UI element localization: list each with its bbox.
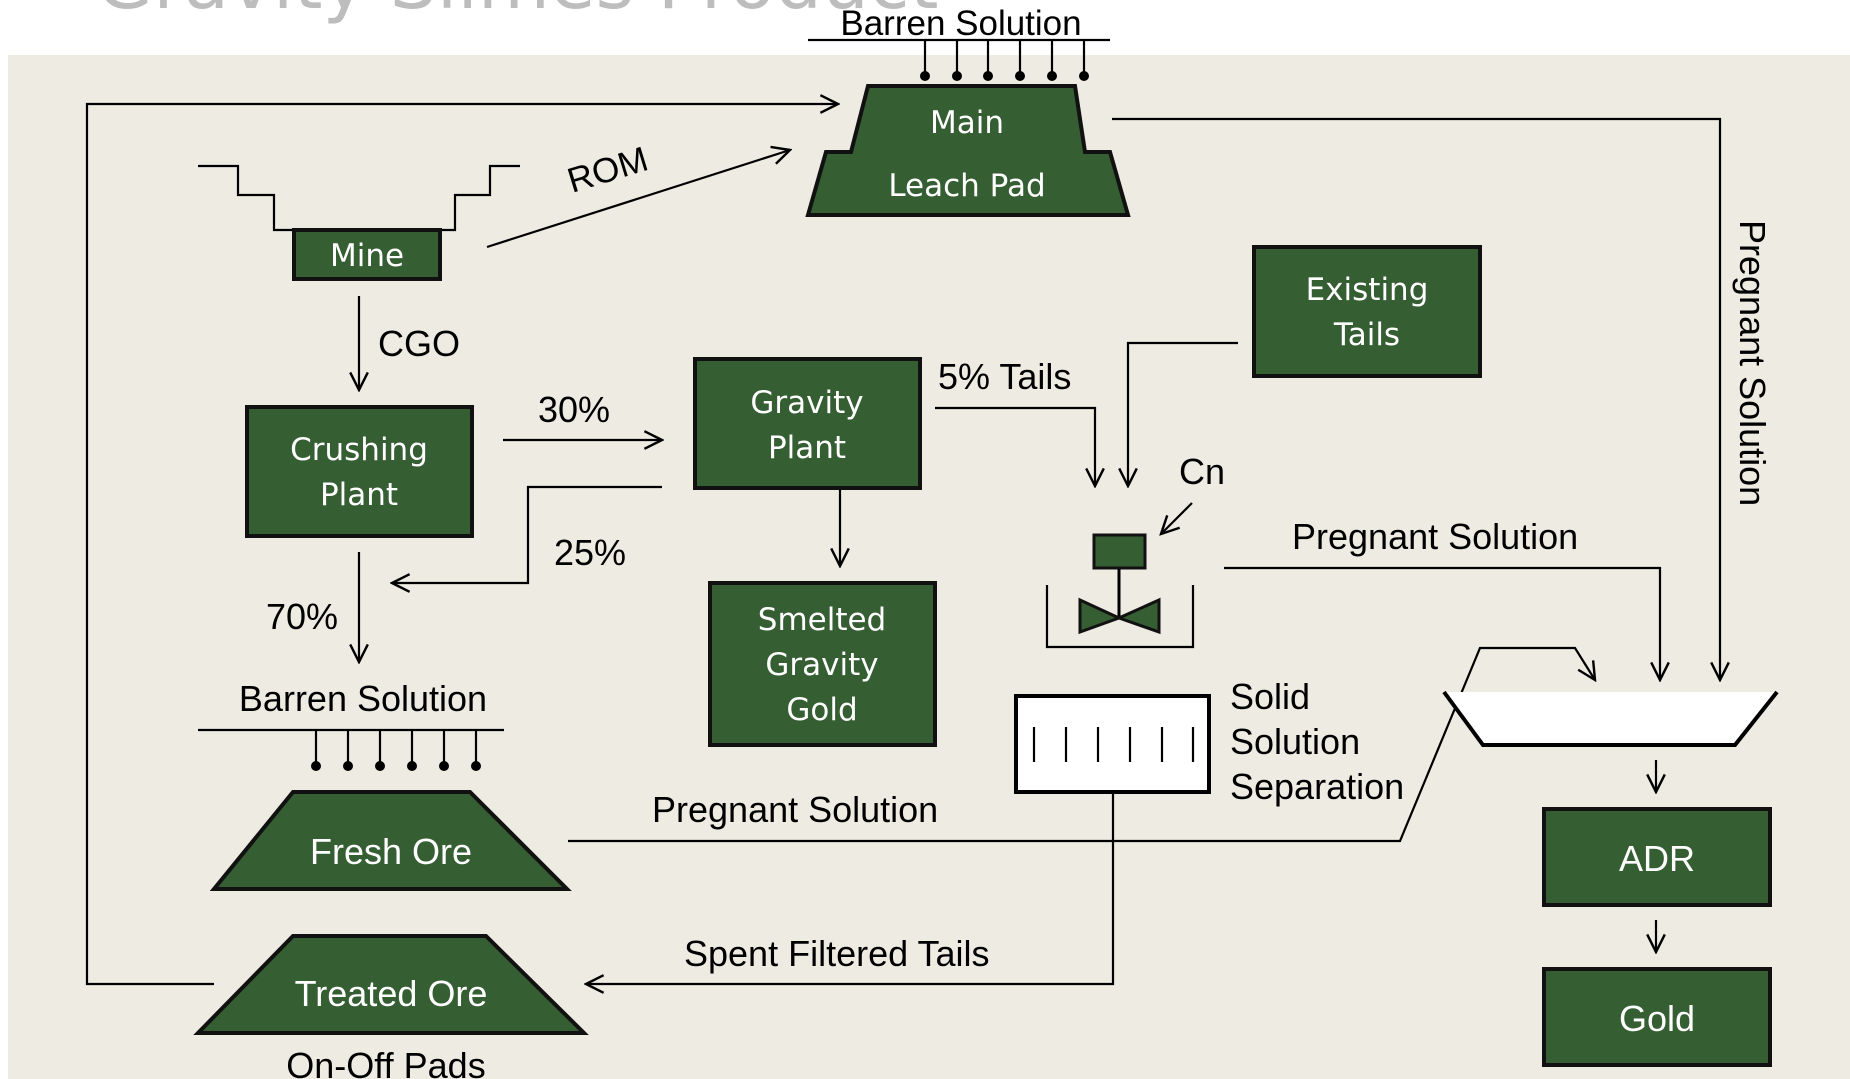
- crushing-plant-label-1: Crushing: [290, 432, 428, 468]
- cn-label: Cn: [1179, 451, 1225, 492]
- smelted-gravity-gold-label-2: Gravity: [765, 647, 878, 683]
- rom-label: ROM: [563, 139, 652, 200]
- existing-tails: Existing Tails: [1252, 245, 1482, 378]
- gravity-plant-label-1: Gravity: [750, 385, 863, 421]
- treated-ore-return-arrow: [85, 104, 838, 986]
- gold-label: Gold: [1619, 998, 1695, 1039]
- smelted-gravity-gold: Smelted Gravity Gold: [708, 581, 937, 747]
- solid-solution-separation-label-2: Solution: [1230, 721, 1360, 762]
- barren-solution-sprinkler-left: [198, 728, 504, 771]
- fresh-ore-pad: Fresh Ore: [209, 790, 572, 891]
- barren-solution-sprinkler-top: Barren Solution: [808, 4, 1110, 81]
- barren-solution-left-label: Barren Solution: [239, 678, 487, 719]
- fresh-ore-label: Fresh Ore: [310, 831, 472, 872]
- spent-filtered-tails-label: Spent Filtered Tails: [684, 933, 990, 974]
- rom-arrow: [486, 150, 790, 249]
- existing-tails-label-2: Tails: [1333, 317, 1400, 353]
- treated-ore-pad: Treated Ore: [193, 934, 589, 1035]
- pregnant-solution-low-label: Pregnant Solution: [652, 789, 938, 830]
- on-off-pads-label: On-Off Pads: [286, 1045, 485, 1079]
- twenty-five-pct-arrow: [392, 485, 662, 583]
- solid-solution-separation: [1014, 694, 1211, 794]
- five-pct-tails-arrow: [935, 406, 1095, 486]
- pregnant-solution-right-label: Pregnant Solution: [1732, 220, 1773, 506]
- spent-filtered-tails-arrow: [586, 794, 1115, 984]
- mine-label: Mine: [330, 238, 404, 274]
- collection-pond: [1442, 690, 1779, 747]
- main-pad-pregnant-solution-arrow: [1112, 117, 1720, 680]
- treated-ore-label: Treated Ore: [295, 973, 488, 1014]
- mine: Mine: [198, 164, 520, 281]
- gravity-plant-label-2: Plant: [768, 430, 846, 466]
- pct-70-label: 70%: [266, 596, 338, 637]
- fresh-ore-pregnant-solution-arrow: [568, 646, 1595, 843]
- gravity-plant: Gravity Plant: [693, 357, 922, 490]
- pregnant-solution-mid-label: Pregnant Solution: [1292, 516, 1578, 557]
- smelted-gravity-gold-label-3: Gold: [786, 692, 857, 728]
- main-leach-pad-label-1: Main: [930, 105, 1004, 141]
- pct-30-label: 30%: [538, 389, 610, 430]
- slide-title: Gravity Slimes Product: [96, 0, 939, 26]
- adr-label: ADR: [1619, 838, 1695, 879]
- existing-tails-label-1: Existing: [1306, 272, 1429, 308]
- solid-solution-separation-label-1: Solid: [1230, 676, 1310, 717]
- solid-solution-separation-label-3: Separation: [1230, 766, 1404, 807]
- existing-tails-arrow: [1128, 341, 1238, 486]
- smelted-gravity-gold-label-1: Smelted: [758, 602, 886, 638]
- crushing-plant: Crushing Plant: [245, 405, 474, 538]
- cgo-label: CGO: [378, 323, 460, 364]
- main-leach-pad: Main Leach Pad: [805, 84, 1131, 217]
- agitation-tank: [1045, 533, 1195, 649]
- crushing-plant-label-2: Plant: [320, 477, 398, 513]
- main-leach-pad-label-2: Leach Pad: [888, 168, 1045, 204]
- gold: Gold: [1542, 967, 1772, 1067]
- adr: ADR: [1542, 807, 1772, 907]
- barren-solution-top-label: Barren Solution: [840, 4, 1081, 43]
- tank-pregnant-solution-arrow: [1224, 566, 1660, 680]
- pct-25-label: 25%: [554, 532, 626, 573]
- five-pct-tails-label: 5% Tails: [938, 356, 1071, 397]
- cn-arrow: [1161, 502, 1193, 534]
